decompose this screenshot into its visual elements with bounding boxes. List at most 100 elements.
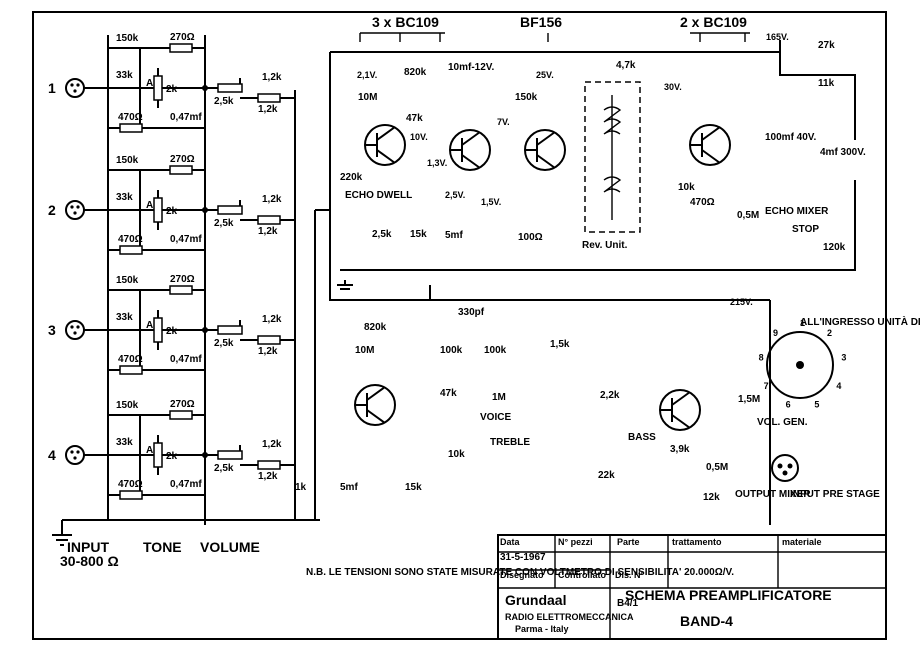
cap-150k: 150k <box>116 275 139 286</box>
input-number: 4 <box>48 447 56 463</box>
res-33k: 33k <box>116 437 133 448</box>
date-label: Data <box>500 537 521 547</box>
cap-047: 0,47mf <box>170 479 202 490</box>
cap-5mf: 5mf <box>445 230 463 241</box>
res-100k-a: 100k <box>440 345 463 356</box>
schema-title: SCHEMA PREAMPLIFICATORE <box>625 587 832 603</box>
pot-2k: 2k <box>166 206 178 217</box>
res-470: 470Ω <box>118 354 143 365</box>
rev-unit-label: Rev. Unit. <box>582 240 628 251</box>
pieces-label: N° pezzi <box>558 537 593 547</box>
pot-tap-a: A <box>146 445 153 456</box>
cap-22k: 2,2k <box>600 390 620 401</box>
cap-5mf-b: 5mf <box>340 482 358 493</box>
input-number: 2 <box>48 202 56 218</box>
volume-pot <box>217 83 243 93</box>
tone-label: TONE <box>143 539 182 555</box>
input-buses <box>62 35 330 525</box>
voltage-165: 165V. <box>766 32 789 42</box>
input-number: 3 <box>48 322 56 338</box>
cap-150k: 150k <box>116 33 139 44</box>
drawing-no: B4/1 <box>617 598 639 609</box>
cap-047: 0,47mf <box>170 234 202 245</box>
pot-echo-mixer: 0,5M <box>737 210 759 221</box>
res-39k: 3,9k <box>670 444 690 455</box>
res-470: 470Ω <box>118 234 143 245</box>
res-27k: 27k <box>818 40 835 51</box>
component-labels: 2,1V.10V.1,3V.7V.25V.30V.165V.215V.2,5V.… <box>60 32 920 634</box>
pot-25k: 2,5k <box>214 218 234 229</box>
transistor-bc109 <box>354 384 396 426</box>
date-value: 31-5-1967 <box>500 552 546 563</box>
res-12k-top: 1,2k <box>262 439 282 450</box>
cap-047: 0,47mf <box>170 354 202 365</box>
res-270: 270Ω <box>170 399 195 410</box>
tone-pot <box>153 75 163 101</box>
pot-tap-a: A <box>146 78 153 89</box>
reverb-unit: Rev. Unit. <box>582 81 641 251</box>
res-15m: 1,5M <box>738 394 760 405</box>
echo-dwell-label: ECHO DWELL <box>345 190 412 201</box>
res-150k: 150k <box>515 92 538 103</box>
res-820k: 820k <box>404 67 427 78</box>
transistor-bc109 <box>659 389 701 431</box>
connector-pin: 3 <box>841 353 846 363</box>
res-33k: 33k <box>116 70 133 81</box>
res-270: 270Ω <box>170 274 195 285</box>
voltage-215: 215V. <box>730 297 753 307</box>
cap-47k: 4,7k <box>616 60 636 71</box>
res-12k-bottom: 1,2k <box>258 346 278 357</box>
res-820k-b: 820k <box>364 322 387 333</box>
res-12k-top: 1,2k <box>262 194 282 205</box>
cap-047: 0,47mf <box>170 112 202 123</box>
output-mixer-label: OUTPUT MIXER <box>735 489 811 500</box>
border-frame <box>32 11 887 640</box>
res-47k: 47k <box>406 113 423 124</box>
input-pre-stage-label: INPUT PRE STAGE <box>790 489 880 500</box>
drawing-no-label: Dis. N° <box>615 570 645 580</box>
company-sub: RADIO ELETTROMECCANICA <box>505 612 634 622</box>
res-470: 470Ω <box>118 112 143 123</box>
connector-pin: 9 <box>773 328 778 338</box>
ground-symbol <box>52 280 353 546</box>
pot-2k: 2k <box>166 326 178 337</box>
res-10m-b: 10M <box>355 345 374 356</box>
res-270: 270Ω <box>170 32 195 43</box>
cap-150k: 150k <box>116 155 139 166</box>
connector-pin: 7 <box>764 381 769 391</box>
res-100k-b: 100k <box>484 345 507 356</box>
res-270: 270Ω <box>170 154 195 165</box>
cap-10mf: 10mf-12V. <box>448 62 495 73</box>
res-470: 470Ω <box>690 197 715 208</box>
voltage-7: 7V. <box>497 117 510 127</box>
res-120k: 120k <box>823 242 846 253</box>
pot-2k: 2k <box>166 84 178 95</box>
volume-pot <box>217 450 243 460</box>
res-470: 470Ω <box>118 479 143 490</box>
vol-gen-label: VOL. GEN. <box>757 417 808 428</box>
res-11k: 11k <box>818 78 835 89</box>
cap-4mf: 4mf 300V. <box>820 147 866 158</box>
connector-pin: 2 <box>827 328 832 338</box>
voltage-30: 30V. <box>664 82 682 92</box>
pot-output-mixer: 0,5M <box>706 462 728 473</box>
material-label: materiale <box>782 537 822 547</box>
volume-label: VOLUME <box>200 539 260 555</box>
header-bf156: BF156 <box>520 14 562 30</box>
cap-15k: 1,5k <box>550 339 570 350</box>
res-100: 100Ω <box>518 232 543 243</box>
pot-tap-a: A <box>146 320 153 331</box>
model-name: BAND-4 <box>680 613 733 629</box>
company-place: Parma - Italy <box>515 624 569 634</box>
connector-pin: 8 <box>759 353 764 363</box>
xlr-input-jack <box>65 200 85 220</box>
input-pre-stage-jack <box>771 454 799 482</box>
connector-pin: 5 <box>814 399 819 409</box>
tone-pot <box>153 197 163 223</box>
res-10m: 10M <box>358 92 377 103</box>
